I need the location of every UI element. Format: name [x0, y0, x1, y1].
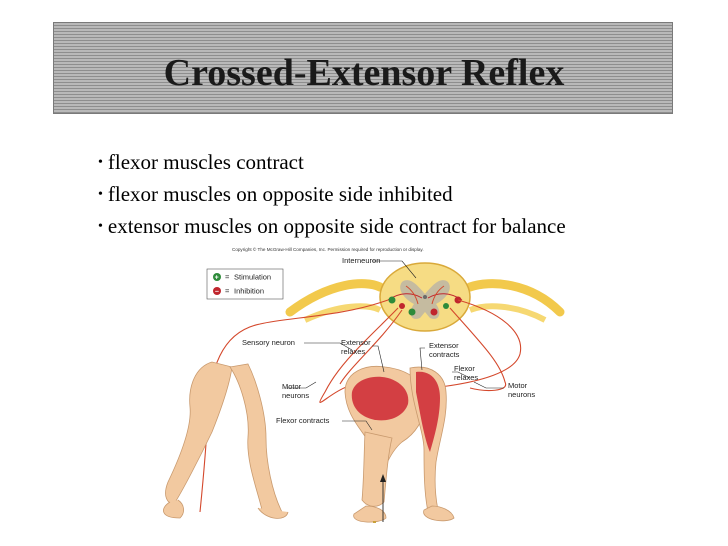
bullet-text: extensor muscles on opposite side contra…: [107, 214, 566, 238]
stimulation-synapse-icon: [388, 296, 396, 304]
stimulation-synapse-icon: [443, 303, 449, 309]
right-leg: [344, 365, 455, 523]
inhibition-label: Inhibition: [234, 287, 264, 296]
bullet-item: • extensor muscles on opposite side contr…: [98, 212, 566, 244]
copyright-text: Copyright © The McGraw-Hill Companies, I…: [232, 246, 424, 252]
reflex-diagram: Copyright © The McGraw-Hill Companies, I…: [163, 246, 565, 523]
inhibition-synapse-icon: [430, 308, 438, 316]
bullet-item: • flexor muscles contract: [98, 148, 566, 180]
inhibition-marker-icon: [213, 287, 221, 295]
stimulation-synapse-icon: [408, 308, 416, 316]
motor-neurons-right-label: neurons: [508, 390, 535, 399]
extensor-contracts-label: Extensor: [429, 341, 459, 350]
legend: + = Stimulation – = Inhibition: [206, 268, 284, 300]
inhibition-symbol: –: [215, 289, 219, 296]
flexor-relaxes-label: relaxes: [454, 373, 478, 382]
slide-title: Crossed-Extensor Reflex: [163, 52, 565, 94]
motor-neurons-left-label: Motor: [282, 382, 302, 391]
bullet-text: flexor muscles contract: [107, 150, 304, 174]
extensor-muscle-contracting: [416, 371, 440, 452]
flexor-contracts-label: Flexor contracts: [276, 416, 330, 425]
legend-equals: =: [225, 287, 230, 296]
bullet-dot: •: [98, 187, 103, 202]
figure-labels: Interneuron Sensory neuron Extensor rela…: [242, 256, 535, 425]
sensory-neuron-label: Sensory neuron: [242, 338, 295, 347]
legend-equals: =: [225, 273, 230, 282]
extensor-relaxes-label: Extensor: [341, 338, 371, 347]
stimulation-symbol: +: [215, 275, 219, 282]
bullet-text: flexor muscles on opposite side inhibite…: [107, 182, 453, 206]
bullet-list: • flexor muscles contract • flexor muscles…: [98, 148, 566, 244]
left-leg: [163, 361, 289, 519]
bullet-dot: •: [98, 155, 103, 170]
motor-neurons-left-label: neurons: [282, 391, 309, 400]
extensor-muscle-relaxed: [351, 376, 409, 421]
bullet-dot: •: [98, 219, 103, 234]
extensor-contracts-label: contracts: [429, 350, 460, 359]
motor-neurons-right-label: Motor: [508, 381, 528, 390]
interneuron-label: Interneuron: [342, 256, 380, 265]
legend-box: [206, 268, 284, 300]
title-banner: [53, 22, 673, 114]
extensor-relaxes-label: relaxes: [341, 347, 365, 356]
reflex-figure: Copyright © The McGraw-Hill Companies, I…: [140, 242, 580, 527]
stimulus-arrow-icon: [373, 474, 386, 523]
spinal-cord-section: [379, 262, 471, 332]
inhibition-synapse-icon: [399, 303, 405, 309]
bullet-item: • flexor muscles on opposite side inhibit…: [98, 180, 566, 212]
flexor-relaxes-label: Flexor: [454, 364, 475, 373]
stimulation-label: Stimulation: [234, 273, 271, 282]
leader-lines: [286, 260, 504, 431]
stimulation-marker-icon: [213, 273, 221, 281]
neuron-pathways: [199, 299, 522, 513]
